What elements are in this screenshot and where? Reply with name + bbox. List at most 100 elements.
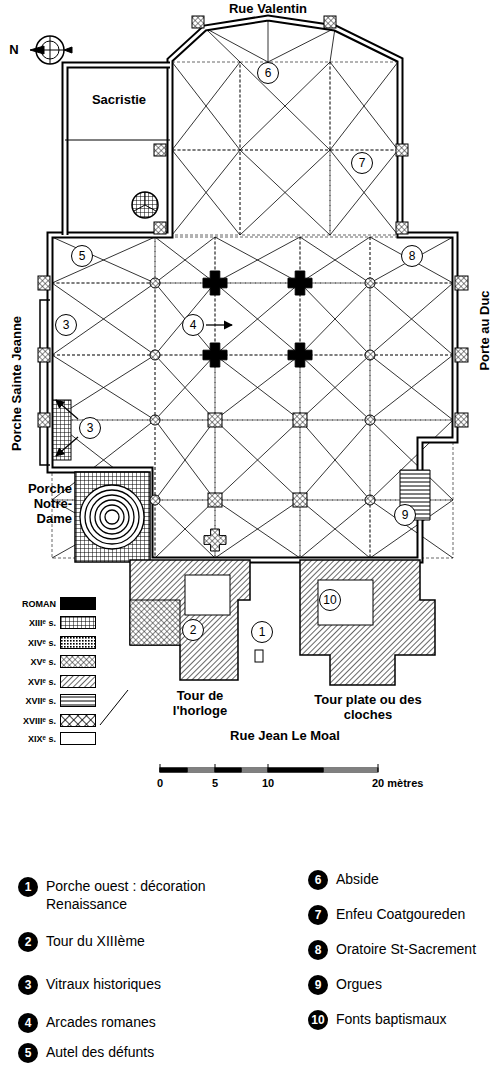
pier xyxy=(365,350,375,360)
bay-outline xyxy=(155,355,215,420)
pier xyxy=(150,278,160,288)
key-item: 2Tour du XIIIème xyxy=(18,932,288,950)
vault-rib xyxy=(300,500,370,558)
bay-outline xyxy=(330,62,398,150)
buttress xyxy=(396,222,408,234)
swatch-fill xyxy=(61,617,95,628)
callout-circle: 2 xyxy=(182,619,204,641)
callout-number: 5 xyxy=(79,249,86,263)
key-number: 8 xyxy=(308,940,328,960)
vault-rib xyxy=(370,500,453,558)
swatch-fill xyxy=(61,676,95,687)
vault-rib xyxy=(155,500,215,558)
pier xyxy=(365,278,375,288)
bay-outline xyxy=(370,237,453,283)
pier xyxy=(208,413,222,427)
key-description: Autel des défunts xyxy=(46,1043,288,1061)
key-description: Orgues xyxy=(336,975,498,993)
callout-circle: 4 xyxy=(182,314,204,336)
bay-outline xyxy=(300,355,370,420)
bay-outline xyxy=(370,500,453,558)
callout-circle: 5 xyxy=(71,245,93,267)
key-item: 6Abside xyxy=(308,870,498,888)
key-description: Fonts baptismaux xyxy=(336,1010,498,1028)
buttress xyxy=(455,413,468,427)
clock-tower-room xyxy=(185,575,230,615)
pier xyxy=(150,415,160,425)
vault-rib xyxy=(370,355,453,420)
callout-circle: 8 xyxy=(401,245,423,267)
flat-tower xyxy=(300,560,435,685)
vault-rib xyxy=(215,237,300,283)
key-description: Tour du XIIIème xyxy=(46,932,288,950)
swatch-pattern xyxy=(61,656,95,667)
key-number: 1 xyxy=(18,877,38,897)
bay-outline xyxy=(300,500,370,558)
bay-outline xyxy=(155,500,215,558)
vault-rib xyxy=(240,150,330,235)
vault-rib xyxy=(330,62,398,150)
sacristy-partition xyxy=(65,140,170,141)
key-description: Arcades romanes xyxy=(46,1013,288,1031)
street-name: Rue Jean Le Moal xyxy=(210,728,360,743)
vault-rib xyxy=(172,62,240,150)
pier xyxy=(203,343,227,367)
vault-rib xyxy=(52,283,155,355)
legend-text: XIVᵉ s. xyxy=(12,637,56,649)
legend-text: XVIIIᵉ s. xyxy=(12,715,56,727)
bay-outline xyxy=(215,355,300,420)
vault-rib xyxy=(300,283,370,355)
swatch-pattern xyxy=(61,715,95,726)
bay-outline xyxy=(240,62,330,150)
labyrinth-ring xyxy=(90,495,134,539)
callout-number: 7 xyxy=(359,156,366,170)
pier xyxy=(365,495,375,505)
key-number: 6 xyxy=(308,870,328,890)
bay-outline xyxy=(215,283,300,355)
buttress xyxy=(154,144,166,156)
key-item: 4Arcades romanes xyxy=(18,1013,288,1031)
pier xyxy=(288,343,312,367)
bay-outline xyxy=(155,283,215,355)
bay-outline xyxy=(155,237,215,283)
legend-swatch xyxy=(60,675,96,688)
callout-circle: 7 xyxy=(351,152,373,174)
callout-number: 10 xyxy=(323,593,336,607)
legend-swatch xyxy=(60,655,96,668)
vault-rib xyxy=(155,420,215,500)
pier xyxy=(288,271,312,295)
swatch-fill xyxy=(61,715,95,726)
bay-outline xyxy=(52,283,155,355)
key-description: Vitraux historiques xyxy=(46,975,288,993)
bay-outline xyxy=(215,420,300,500)
clock-tower-base xyxy=(130,600,180,645)
buttress xyxy=(38,413,50,427)
bay-outline xyxy=(52,237,155,283)
callout-circle: 1 xyxy=(251,621,273,643)
vault-rib xyxy=(300,237,370,283)
vault-rib xyxy=(52,355,155,420)
vault-rib xyxy=(215,420,300,500)
place-label: Porche Notre-Dame xyxy=(2,481,72,526)
vault-rib xyxy=(330,150,398,235)
buttress xyxy=(324,16,336,28)
scale-label: 20 mètres xyxy=(372,776,462,791)
swatch-pattern xyxy=(61,637,95,648)
vault-rib xyxy=(215,355,300,420)
key-description: Oratoire St-Sacrement xyxy=(336,940,498,958)
callout-circle: 3 xyxy=(55,314,77,336)
callout-number: 8 xyxy=(409,249,416,263)
swatch-fill xyxy=(61,695,95,706)
porch-sainte-jeanne xyxy=(40,300,50,465)
buttresses xyxy=(38,16,468,427)
legend-text: XIIIᵉ s. xyxy=(12,617,56,629)
sacristy-wall xyxy=(65,65,170,235)
place-label: Sacristie xyxy=(72,92,166,107)
key-number: 5 xyxy=(18,1043,38,1063)
vault-rib xyxy=(215,500,300,558)
vault-rib xyxy=(300,355,370,420)
place-label: Porche Sainte Jeanne xyxy=(9,308,24,458)
legend-leader xyxy=(100,690,128,725)
legend-text: ROMAN xyxy=(12,598,56,610)
vault-rib xyxy=(240,62,330,150)
